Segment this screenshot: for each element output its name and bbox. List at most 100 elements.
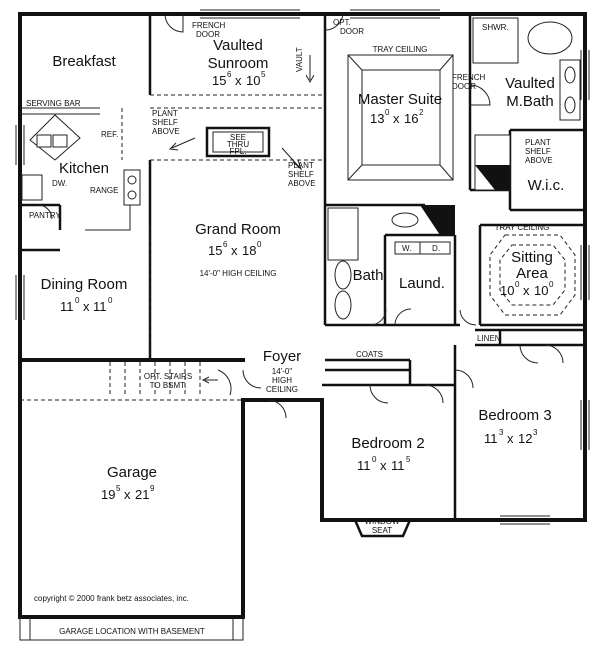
sunroom-label-1: Vaulted (213, 37, 263, 54)
garage-basement-outline (19, 617, 244, 641)
dryer-label: D. (432, 244, 440, 253)
svg-text:11: 11 (391, 458, 405, 473)
plant-shelf-left-3: ABOVE (152, 127, 180, 136)
dw-label: DW. (52, 179, 67, 188)
exterior-walls (18, 12, 587, 619)
ref-label: REF. (101, 130, 118, 139)
breakfast-label: Breakfast (52, 53, 116, 70)
svg-text:3: 3 (499, 428, 504, 437)
svg-text:0: 0 (385, 108, 390, 117)
bath-fixtures (327, 205, 455, 320)
grand-room-ceiling-note: 14'-0" HIGH CEILING (200, 269, 277, 278)
svg-text:5: 5 (406, 455, 411, 464)
svg-text:x: x (507, 431, 514, 446)
plant-shelf-wic-1: PLANT (525, 138, 551, 147)
svg-text:5: 5 (261, 70, 266, 79)
plant-shelf-wic-3: ABOVE (525, 156, 553, 165)
svg-text:6: 6 (227, 70, 232, 79)
plant-shelf-dash (121, 107, 325, 161)
svg-text:12: 12 (518, 431, 532, 446)
foyer-note-1: 14'-0" (272, 367, 293, 376)
garage-dims: 19 5 x 21 9 (101, 484, 155, 502)
foyer-note-3: CEILING (266, 385, 298, 394)
arrows (168, 55, 315, 384)
sitting-area-dims: 10 0 x 10 0 (500, 280, 554, 298)
range-label: RANGE (90, 186, 118, 195)
bedroom3-dims: 11 3 x 12 3 (484, 428, 538, 446)
svg-text:13: 13 (370, 111, 384, 126)
window-seat-1: WINDOW (364, 517, 400, 526)
master-bath-fixtures (472, 17, 581, 191)
plant-shelf-left-2: SHELF (152, 118, 178, 127)
svg-text:15: 15 (208, 243, 222, 258)
garage-label: Garage (107, 464, 157, 481)
svg-text:16: 16 (404, 111, 418, 126)
svg-text:x: x (393, 111, 400, 126)
plant-shelf-wic-2: SHELF (525, 147, 551, 156)
master-bath-label-1: Vaulted (505, 75, 555, 92)
svg-text:3: 3 (533, 428, 538, 437)
svg-text:5: 5 (116, 484, 121, 493)
svg-text:x: x (235, 73, 242, 88)
shwr-label: SHWR. (482, 23, 509, 32)
svg-text:10: 10 (500, 283, 514, 298)
svg-text:10: 10 (246, 73, 260, 88)
svg-text:18: 18 (242, 243, 256, 258)
svg-text:6: 6 (223, 240, 228, 249)
kitchen-label: Kitchen (59, 160, 109, 177)
master-bath-label-2: M.Bath (506, 93, 554, 110)
foyer-label: Foyer (263, 348, 301, 365)
svg-text:0: 0 (75, 296, 80, 305)
see-thru-fpl-3: FPL. (230, 147, 247, 156)
svg-text:11: 11 (484, 431, 498, 446)
serving-bar-label: SERVING BAR (26, 99, 81, 108)
see-thru-fpl-1: SEE (230, 133, 246, 142)
sunroom-dims: 15 6 x 10 5 (212, 70, 266, 88)
opt-door-2: DOOR (340, 27, 364, 36)
grand-room-label: Grand Room (195, 221, 281, 238)
svg-text:11: 11 (93, 299, 107, 314)
door-swings (37, 13, 564, 419)
see-thru-fpl-2: THRU (227, 140, 249, 149)
svg-text:x: x (523, 283, 530, 298)
coats-label: COATS (356, 350, 383, 359)
svg-text:15: 15 (212, 73, 226, 88)
windows (15, 9, 590, 525)
copyright-label: copyright © 2000 frank betz associates, … (34, 594, 189, 603)
kitchen-fixtures (21, 114, 141, 231)
svg-text:0: 0 (257, 240, 262, 249)
master-suite-label: Master Suite (358, 91, 442, 108)
svg-text:x: x (380, 458, 387, 473)
foyer-note-2: HIGH (272, 376, 292, 385)
bath-label: Bath (353, 267, 384, 284)
tray-ceiling-master (347, 54, 454, 181)
window-seat-2: SEAT (372, 526, 392, 535)
sunroom-label-2: Sunroom (208, 55, 269, 72)
master-suite-dims: 13 0 x 16 2 (370, 108, 424, 126)
svg-text:x: x (124, 487, 131, 502)
french-door-top-1: FRENCH (192, 21, 226, 30)
svg-text:9: 9 (150, 484, 155, 493)
plant-shelf-right-1: PLANT (288, 161, 314, 170)
svg-text:0: 0 (372, 455, 377, 464)
tray-ceiling-sitting-label: TRAY CEILING (495, 223, 550, 232)
tray-ceiling-sitting (489, 234, 576, 316)
grand-room-dims: 15 6 x 18 0 (208, 240, 262, 258)
svg-text:10: 10 (534, 283, 548, 298)
bedroom2-label: Bedroom 2 (351, 435, 424, 452)
laundry-label: Laund. (399, 275, 445, 292)
svg-text:21: 21 (135, 487, 149, 502)
opt-door-1: OPT. (333, 18, 351, 27)
svg-text:x: x (231, 243, 238, 258)
svg-text:0: 0 (515, 280, 520, 289)
plant-shelf-left-1: PLANT (152, 109, 178, 118)
pantry-label: PANTRY (29, 211, 61, 220)
linen-label: LINEN (477, 334, 501, 343)
window-seat-bay (353, 519, 412, 538)
opt-stairs-2: TO BSMT. (150, 381, 187, 390)
svg-text:2: 2 (419, 108, 424, 117)
garage-location-label: GARAGE LOCATION WITH BASEMENT (59, 627, 205, 636)
stairs (20, 362, 243, 401)
sitting-area-label-1: Sitting (511, 249, 553, 266)
